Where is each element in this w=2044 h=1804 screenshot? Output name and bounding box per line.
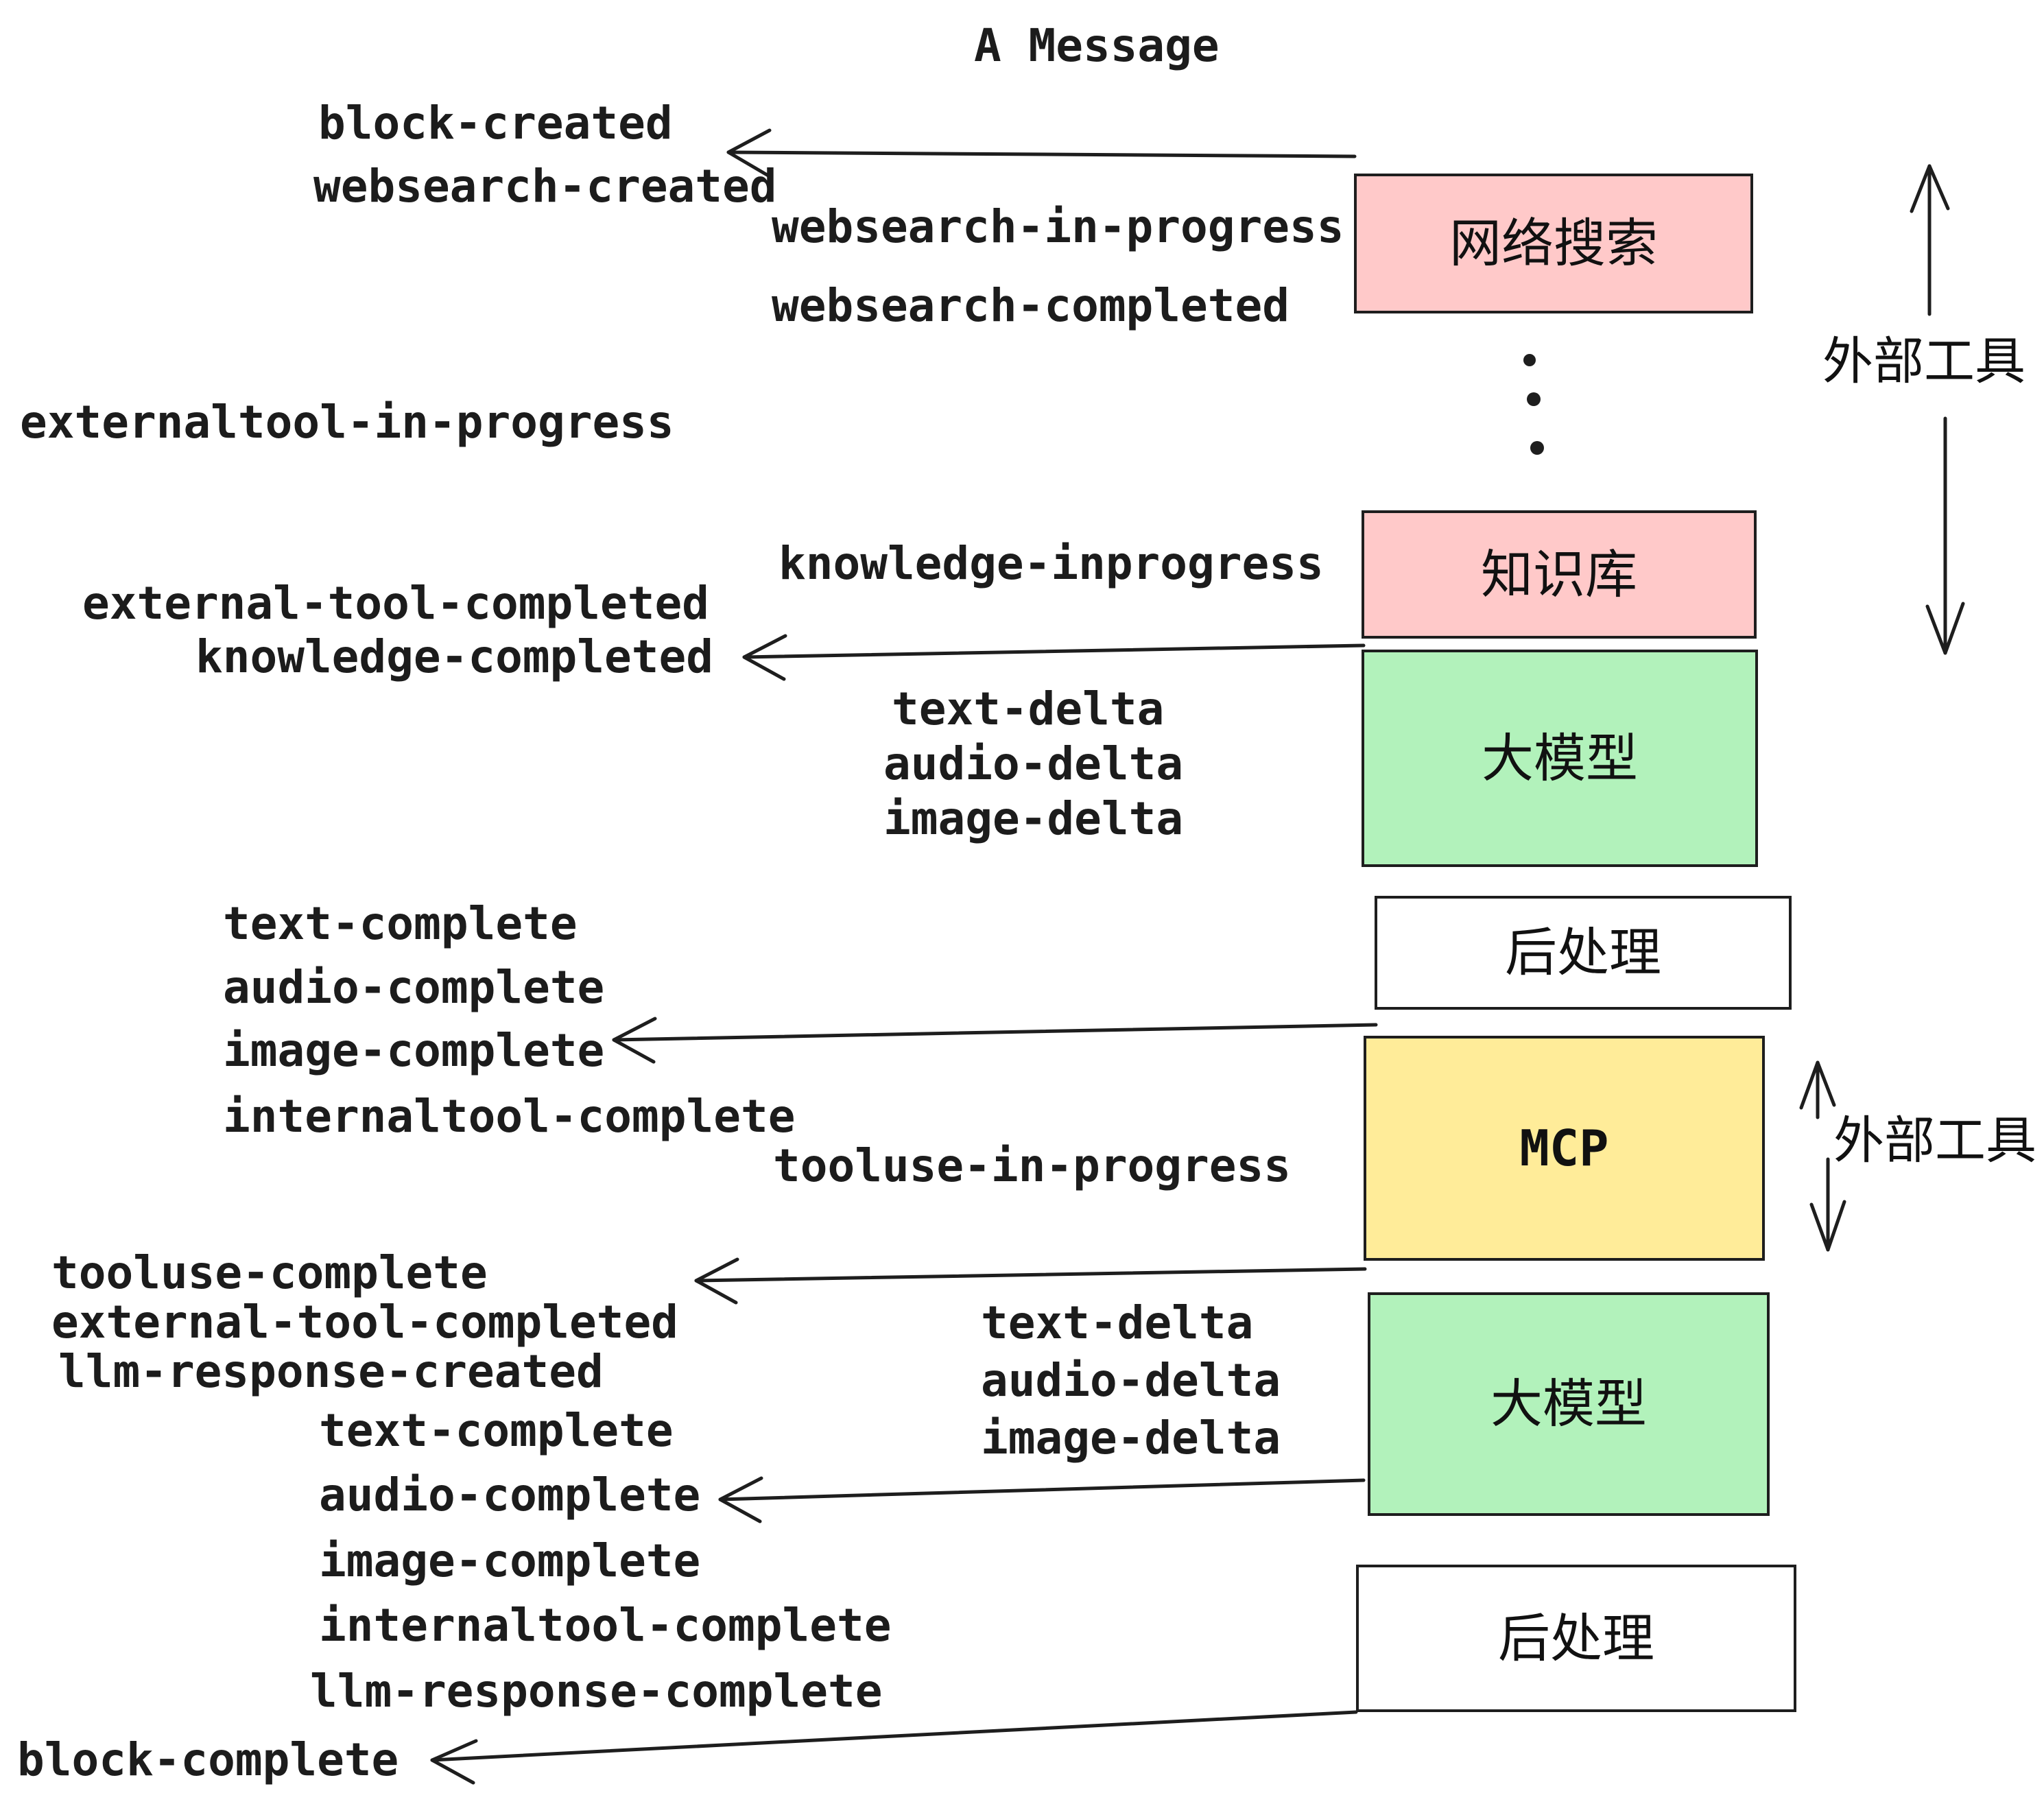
box-llm-1: 大模型 xyxy=(1362,650,1758,867)
arrow-block-complete xyxy=(430,1710,1358,1785)
event-websearch-completed: websearch-completed xyxy=(772,279,1290,332)
box-knowledge: 知识库 xyxy=(1362,510,1757,639)
box-llm-2: 大模型 xyxy=(1368,1292,1770,1516)
double-arrow-external-tools-mcp xyxy=(1799,1060,1846,1252)
box-mcp: MCP xyxy=(1364,1036,1765,1261)
box-postprocess-2: 后处理 xyxy=(1356,1565,1796,1712)
double-arrow-external-tools-top xyxy=(1910,164,1965,655)
event-text-complete: text-complete xyxy=(223,897,578,950)
event-externaltool-in-progress: externaltool-in-progress xyxy=(20,396,674,449)
arrow-tooluse-complete xyxy=(694,1257,1367,1305)
event-knowledge-completed: knowledge-completed xyxy=(195,630,713,683)
event-external-tool-completed-2: external-tool-completed xyxy=(51,1296,678,1349)
page-title: A Message xyxy=(974,19,1220,72)
box-postprocess-1: 后处理 xyxy=(1375,896,1792,1010)
event-image-delta: image-delta xyxy=(883,792,1184,845)
arrow-image-complete xyxy=(612,1017,1378,1064)
box-postprocess-2-label: 后处理 xyxy=(1498,1607,1654,1669)
event-websearch-in-progress: websearch-in-progress xyxy=(772,200,1344,253)
event-external-tool-completed: external-tool-completed xyxy=(82,577,709,630)
label-external-tools-top: 外部工具 xyxy=(1822,332,2025,391)
event-text-delta-2: text-delta xyxy=(981,1296,1254,1349)
event-knowledge-inprogress: knowledge-inprogress xyxy=(779,537,1324,590)
event-image-delta-2: image-delta xyxy=(981,1412,1281,1464)
event-internaltool-complete: internaltool-complete xyxy=(223,1090,796,1143)
event-tooluse-in-progress: tooluse-in-progress xyxy=(773,1139,1291,1192)
ellipsis-dots xyxy=(1523,354,1544,455)
label-external-tools-mcp: 外部工具 xyxy=(1833,1111,2036,1170)
box-llm-2-label: 大模型 xyxy=(1490,1373,1647,1434)
event-internaltool-complete-2: internaltool-complete xyxy=(319,1599,892,1652)
event-audio-delta-2: audio-delta xyxy=(981,1354,1281,1407)
event-image-complete: image-complete xyxy=(223,1024,605,1077)
event-image-complete-2: image-complete xyxy=(319,1534,701,1587)
event-audio-delta: audio-delta xyxy=(883,737,1184,790)
arrow-knowledge-completed xyxy=(742,634,1366,681)
event-audio-complete-2: audio-complete xyxy=(319,1469,701,1521)
arrow-block-created xyxy=(726,128,1357,178)
event-tooluse-complete: tooluse-complete xyxy=(51,1246,488,1299)
event-llm-response-complete: llm-response-complete xyxy=(310,1665,883,1718)
box-mcp-label: MCP xyxy=(1519,1119,1609,1177)
box-websearch: 网络搜索 xyxy=(1354,174,1753,313)
event-block-complete: block-complete xyxy=(17,1733,399,1786)
box-websearch-label: 网络搜索 xyxy=(1449,213,1658,274)
box-knowledge-label: 知识库 xyxy=(1481,543,1637,605)
event-llm-response-created: llm-response-created xyxy=(58,1345,604,1398)
box-postprocess-1-label: 后处理 xyxy=(1505,922,1661,983)
event-websearch-created: websearch-created xyxy=(313,160,777,213)
box-llm-1-label: 大模型 xyxy=(1482,727,1638,789)
event-text-complete-2: text-complete xyxy=(319,1404,674,1457)
arrow-audio-complete xyxy=(718,1476,1366,1523)
event-block-created: block-created xyxy=(318,97,673,150)
event-text-delta: text-delta xyxy=(892,683,1165,735)
event-audio-complete: audio-complete xyxy=(223,961,605,1014)
